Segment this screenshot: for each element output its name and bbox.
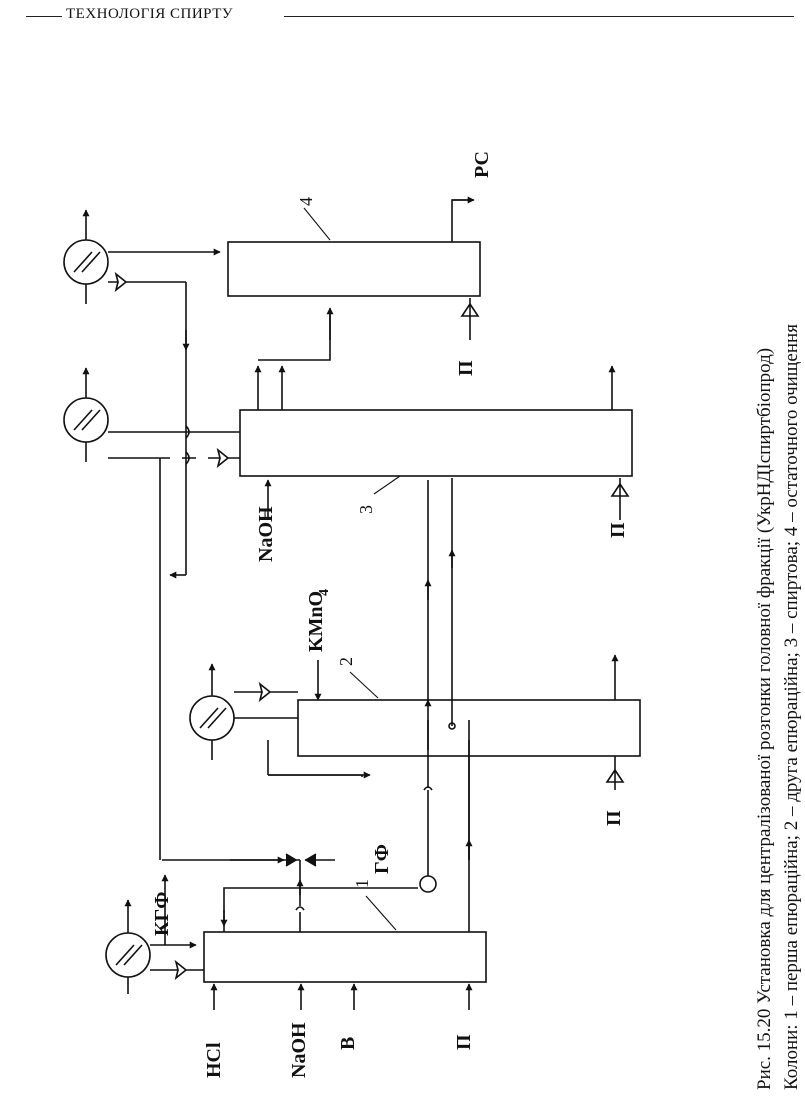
label-steam-col3: П (607, 522, 629, 538)
page-header: ТЕХНОЛОГІЯ СПИРТУ (0, 4, 805, 30)
label-kmno4: KMnO (305, 591, 327, 652)
figure-caption: Рис. 15.20 Установка для централізованої… (754, 324, 802, 1090)
label-steam-col4: П (455, 360, 477, 376)
column-3-number: 3 (356, 505, 376, 514)
condenser-3-icon (63, 397, 109, 443)
header-rule-left (26, 16, 62, 17)
condenser-1-icon (105, 932, 151, 978)
label-steam-col1: П (453, 1034, 475, 1050)
column-1-number: 1 (352, 879, 372, 888)
label-hcl: HCl (203, 1042, 225, 1078)
column-2-box (297, 699, 641, 757)
condenser-4-icon (63, 239, 109, 285)
label-gf: ГФ (371, 844, 393, 874)
column-2-number: 2 (336, 657, 356, 666)
column-numbers: 1 2 3 4 (296, 197, 376, 888)
column-4-box (227, 241, 481, 297)
label-naoh-col1: NaOH (288, 1022, 310, 1078)
label-water: В (337, 1037, 359, 1050)
column-3-box (239, 409, 633, 477)
label-rs: РС (471, 151, 493, 178)
label-kmno4-group: KMnO 4 (305, 589, 332, 652)
running-head: ТЕХНОЛОГІЯ СПИРТУ (66, 6, 233, 22)
column-4-number: 4 (296, 197, 316, 206)
label-naoh-col3: NaOH (255, 506, 277, 562)
column-1-box (203, 931, 487, 983)
stream-labels: HCl NaOH В П КГФ ГФ KMnO 4 П NaOH П П РС (151, 151, 629, 1078)
pump-icon (419, 875, 437, 893)
header-rule-right (284, 16, 794, 17)
caption-line-1: Рис. 15.20 Установка для централізованої… (754, 348, 775, 1090)
condenser-2-icon (189, 695, 235, 741)
label-steam-col2: П (603, 810, 625, 826)
label-kmno4-subscript: 4 (317, 589, 332, 596)
caption-line-2: Колони: 1 – перша епюраційна; 2 – друга … (781, 324, 802, 1090)
label-kgf: КГФ (151, 892, 173, 936)
